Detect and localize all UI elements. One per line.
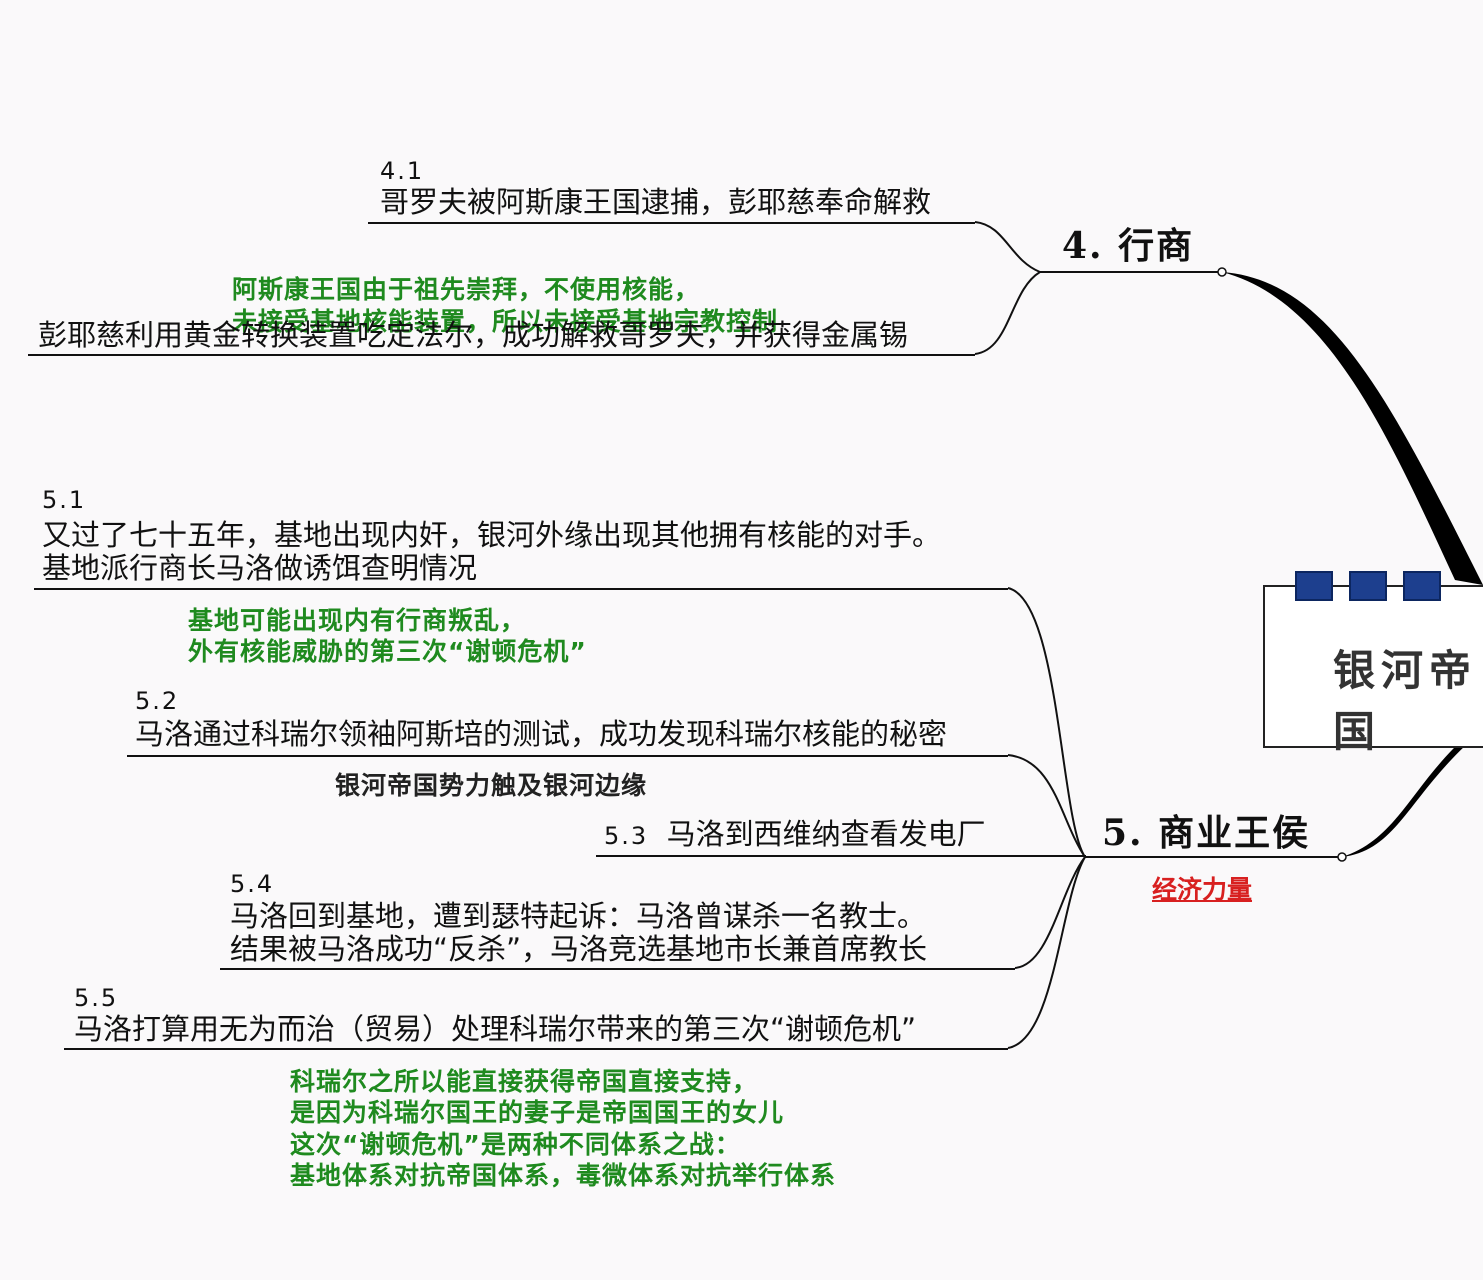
item-underline <box>368 222 975 224</box>
note-text: 银河帝国势力触及银河边缘 <box>335 771 648 800</box>
note-text: 基地可能出现内有行商叛乱， 外有核能威胁的第三次“谢顿危机” <box>188 606 587 667</box>
item-underline <box>64 1048 1008 1050</box>
central-topic[interactable]: 银河帝国 <box>1263 571 1483 756</box>
item-underline <box>28 354 975 356</box>
item-text[interactable]: 又过了七十五年，基地出现内奸，银河外缘出现其他拥有核能的对手。 基地派行商长马洛… <box>42 518 942 586</box>
branch-topic-4[interactable]: 4. 行商 <box>1062 225 1195 267</box>
item-text[interactable]: 马洛通过科瑞尔领袖阿斯培的测试，成功发现科瑞尔核能的秘密 <box>135 717 948 751</box>
topic-tab-marker <box>1349 571 1387 601</box>
item-number: 5.3 <box>604 822 649 850</box>
branch-connector-5 <box>1342 730 1483 857</box>
topic-tab-marker <box>1403 571 1441 601</box>
topic-tab-marker <box>1295 571 1333 601</box>
item-text[interactable]: 马洛打算用无为而治（贸易）处理科瑞尔带来的第三次“谢顿危机” <box>74 1012 917 1046</box>
item-number: 5.5 <box>74 984 119 1012</box>
item-text[interactable]: 马洛回到基地，遭到瑟特起诉：马洛曾谋杀一名教士。 结果被马洛成功“反杀”，马洛竞… <box>230 899 928 967</box>
item-underline <box>220 968 1015 970</box>
item-number: 5.4 <box>230 870 275 898</box>
item-underline <box>596 855 1086 857</box>
note-text: 阿斯康王国由于祖先崇拜，不使用核能， 未接受基地核能装置，所以未接受基地宗教控制 <box>232 275 779 336</box>
branch-connector-4 <box>1222 272 1483 585</box>
branch-sublabel[interactable]: 经济力量 <box>1152 875 1253 904</box>
item-text[interactable]: 彭耶慈利用黄金转换装置吃定法尔，成功解救哥罗夫，并获得金属锡 <box>38 318 909 352</box>
note-text: 科瑞尔之所以能直接获得帝国直接支持， 是因为科瑞尔国王的妻子是帝国国王的女儿 这… <box>290 1067 837 1190</box>
item-text[interactable]: 哥罗夫被阿斯康王国逮捕，彭耶慈奉命解救 <box>380 185 932 219</box>
item-underline <box>34 588 1008 590</box>
branch-topic-5[interactable]: 5. 商业王侯 <box>1102 812 1311 854</box>
item-number: 4.1 <box>380 157 425 185</box>
item-underline <box>127 755 1008 757</box>
item-number: 5.2 <box>135 687 180 715</box>
item-number: 5.1 <box>42 486 87 514</box>
central-topic-title: 银河帝国 <box>1333 646 1478 756</box>
item-text[interactable]: 5.3 马洛到西维纳查看发电厂 <box>604 817 986 851</box>
